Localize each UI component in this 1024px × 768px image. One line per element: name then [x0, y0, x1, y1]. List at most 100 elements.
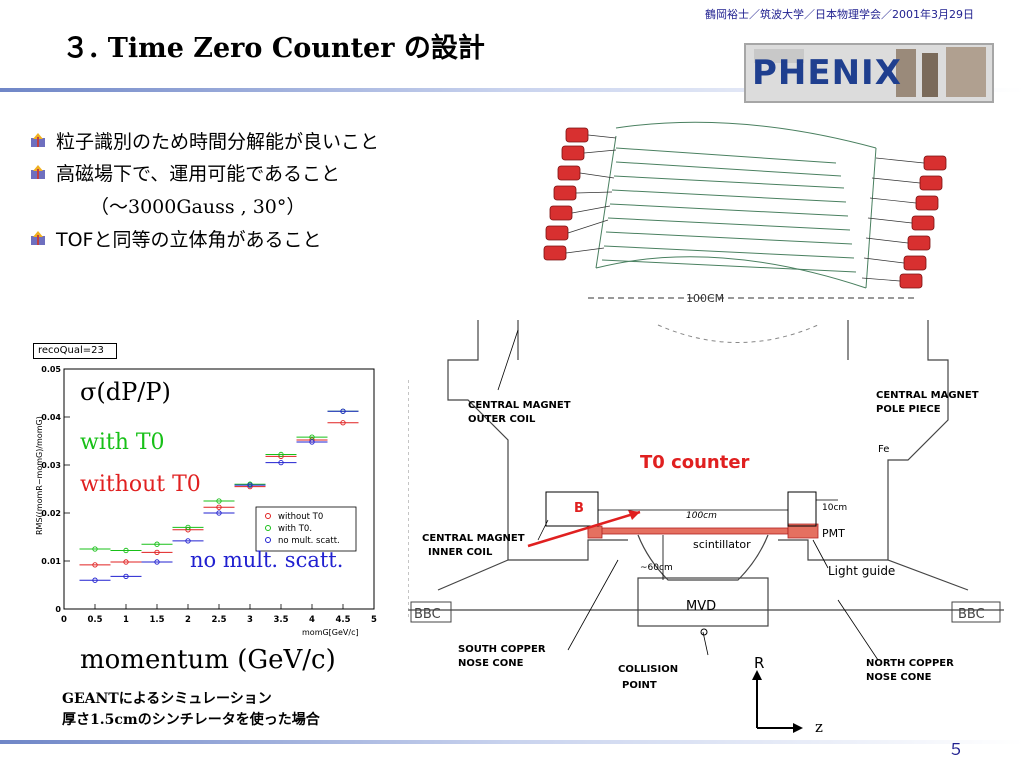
inner-coil-line1: CENTRAL MAGNET	[422, 533, 525, 544]
south-nose-line1: SOUTH COPPER	[458, 644, 546, 655]
south-nose-line2: NOSE CONE	[458, 658, 524, 669]
south-nose-label: SOUTH COPPER NOSE CONE	[458, 644, 549, 669]
x-tick-label: 0	[61, 615, 67, 625]
bullet-text-2: 高磁場下で、運用可能であること	[56, 163, 341, 185]
outer-coil-line1: CENTRAL MAGNET	[468, 400, 571, 411]
x-tick-label: 5	[371, 615, 377, 625]
data-point-1	[154, 541, 160, 547]
r-axis-label: R	[754, 654, 764, 672]
with-t0-label: with T0	[80, 430, 165, 455]
fe-label: Fe	[878, 444, 889, 455]
data-point-2	[92, 577, 98, 583]
legend: without T0 with T0. no mult. scatt.	[255, 506, 357, 552]
pole-piece-label: CENTRAL MAGNET POLE PIECE	[876, 390, 982, 415]
momentum-label: momentum (GeV/c)	[80, 645, 336, 675]
x-tick-label: 4	[309, 615, 315, 625]
data-point-1	[123, 547, 129, 554]
bullet-list: 粒子識別のため時間分解能が良いこと 高磁場下で、運用可能であること （～3000…	[30, 126, 510, 253]
list-item: 高磁場下で、運用可能であること	[30, 158, 510, 187]
bottom-rule	[0, 740, 1024, 744]
x-tick-label: 3	[247, 615, 253, 625]
legend-nomult: no mult. scatt.	[278, 536, 340, 546]
header-note: 鶴岡裕士／筑波大学／日本物理学会／2001年3月29日	[705, 8, 974, 21]
pole-piece-line2: POLE PIECE	[876, 404, 941, 415]
scintillator-bar	[587, 527, 789, 535]
collision-line1: COLLISION	[618, 664, 678, 675]
data-point-0	[123, 559, 129, 565]
page-number: ５	[947, 740, 964, 759]
data-point-2	[123, 573, 129, 580]
pmt-block	[787, 523, 819, 539]
data-point-1	[92, 546, 98, 552]
top-rule	[0, 88, 1024, 92]
data-point-2	[247, 482, 253, 488]
pole-piece-line1: CENTRAL MAGNET	[876, 390, 979, 401]
plot-frame	[63, 368, 375, 610]
data-point-0	[154, 549, 160, 556]
bullet-text-1: 粒子識別のため時間分解能が良いこと	[56, 131, 380, 153]
data-point-2	[185, 538, 191, 544]
outer-coil-label: CENTRAL MAGNET OUTER COIL	[468, 400, 574, 425]
mvd-label: MVD	[686, 599, 716, 614]
y-tick-label: 0.02	[41, 509, 61, 518]
scintillator-label: scintillator	[693, 538, 751, 551]
x-axis-label: momG[GeV/c]	[302, 628, 359, 637]
rz-axes	[752, 670, 803, 733]
inner-coil-label: CENTRAL MAGNET INNER COIL	[422, 533, 528, 558]
data-point-0	[340, 420, 346, 426]
light-guide-label: Light guide	[828, 564, 895, 578]
len60-label: ~60cm	[640, 563, 673, 573]
north-nose-label: NORTH COPPER NOSE CONE	[866, 658, 957, 683]
data-point-0	[216, 504, 222, 510]
logo-text: PHENIX	[752, 53, 902, 93]
b-label: B	[574, 501, 584, 516]
phenix-logo: PHENIX	[744, 43, 994, 103]
inner-coil-box	[545, 491, 599, 527]
north-nose-line2: NOSE CONE	[866, 672, 932, 683]
north-nose-line1: NORTH COPPER	[866, 658, 954, 669]
bbc-right-label: BBC	[958, 607, 985, 622]
plot-title-box: recoQual=23	[33, 343, 117, 359]
bullet-icon	[31, 164, 45, 179]
legend-with: with T0.	[278, 524, 312, 534]
x-tick-label: 1.5	[149, 615, 164, 625]
data-point-2	[154, 559, 160, 565]
x-tick-label: 2.5	[211, 615, 226, 625]
y-tick-label: 0.04	[41, 413, 61, 422]
y-tick-label: 0.01	[41, 557, 61, 566]
x-tick-label: 4.5	[335, 615, 350, 625]
collision-line2: POINT	[622, 680, 657, 691]
x-tick-label: 2	[185, 615, 191, 625]
page-title: ３. Time Zero Counter の設計	[62, 33, 485, 64]
data-point-2	[309, 439, 315, 445]
b-field-arrow	[527, 510, 641, 548]
x-tick-label: 0.5	[87, 615, 102, 625]
no-mult-scatt-label: no mult. scatt.	[190, 548, 344, 572]
bullet-icon	[31, 132, 45, 147]
data-point-2	[340, 408, 346, 414]
collision-label: COLLISION POINT	[618, 664, 682, 691]
bullet-text-3: TOFと同等の立体角があること	[56, 229, 322, 251]
bbc-left-label: BBC	[414, 607, 441, 622]
data-point-2	[278, 459, 284, 466]
legend-without: without T0	[278, 512, 323, 522]
outer-coil-line2: OUTER COIL	[468, 414, 536, 425]
t0-barrel-drawing: 100CM	[543, 121, 947, 305]
cross-section-diagram: CENTRAL MAGNET OUTER COIL CENTRAL MAGNET…	[408, 320, 1004, 691]
x-tick-label: 1	[123, 615, 129, 625]
y-tick-label: 0	[55, 605, 61, 614]
list-item: 粒子識別のため時間分解能が良いこと	[30, 126, 510, 155]
sigma-label: σ(dP/P)	[80, 378, 171, 406]
t0-counter-label: T0 counter	[640, 452, 750, 473]
data-point-1	[278, 451, 284, 458]
data-point-1	[185, 524, 191, 531]
footnote-line1: GEANTによるシミュレーション	[62, 691, 272, 707]
list-item: TOFと同等の立体角があること	[30, 224, 510, 253]
without-t0-label: without T0	[80, 472, 201, 497]
z-axis-label: z	[815, 718, 823, 736]
data-point-2	[216, 510, 222, 516]
bullet-detail: （～3000Gauss , 30°）	[90, 196, 306, 218]
len100-label: 100cm	[686, 511, 717, 521]
length-label: 100CM	[686, 292, 724, 305]
